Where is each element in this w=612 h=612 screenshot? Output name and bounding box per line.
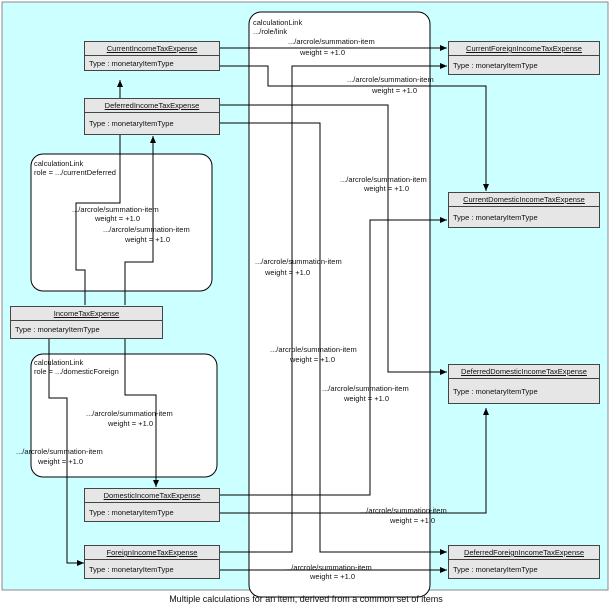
item-income-tax-expense: IncomeTaxExpense Type : monetaryItemType [10, 306, 163, 339]
arc-label-weight: weight = +1.0 [125, 235, 171, 244]
arc-label-arcrole: .../arcrole/summation-item [255, 257, 342, 266]
item-type: Type : monetaryItemType [453, 213, 538, 222]
role-link-title: calculationLink [253, 18, 303, 27]
arc-label-arcrole: .../arcrole/summation-item [103, 225, 190, 234]
arc-label-arcrole: .../arcrole/summation-item [16, 447, 103, 456]
item-name: DomesticIncomeTaxExpense [85, 489, 219, 503]
item-name: IncomeTaxExpense [11, 307, 162, 321]
arc-label-weight: weight = +1.0 [344, 394, 390, 403]
item-deferred-foreign-income-tax-expense: DeferredForeignIncomeTaxExpense Type : m… [448, 545, 600, 579]
arc-income-to-current [75, 80, 123, 305]
arc-label-arcrole: .../arcrole/summation-item [285, 563, 372, 572]
arc-income-to-domestic [124, 339, 159, 487]
current-deferred-link-role: role = .../currentDeferred [34, 168, 116, 177]
item-domestic-income-tax-expense: DomesticIncomeTaxExpense Type : monetary… [84, 488, 220, 522]
item-current-income-tax-expense: CurrentIncomeTaxExpense Type : monetaryI… [84, 41, 220, 71]
arc-label-arcrole: .../arcrole/summation-item [340, 175, 427, 184]
domestic-foreign-link-title: calculationLink [34, 358, 84, 367]
arc-label-weight: weight = +1.0 [310, 572, 356, 581]
arc-foreign-to-current-foreign [220, 63, 447, 553]
item-name: ForeignIncomeTaxExpense [85, 546, 219, 560]
arc-domestic-to-current-domestic [220, 217, 447, 496]
arc-label-arcrole: .../arcrole/summation-item [347, 75, 434, 84]
arc-label-weight: weight = +1.0 [364, 184, 410, 193]
arc-label-weight: weight = +1.0 [38, 457, 84, 466]
arc-label-weight: weight = +1.0 [372, 86, 418, 95]
arc-label-weight: weight = +1.0 [265, 268, 311, 277]
item-type: Type : monetaryItemType [453, 387, 538, 396]
item-type: Type : monetaryItemType [89, 119, 174, 128]
arc-income-to-deferred [124, 136, 156, 305]
item-name: CurrentForeignIncomeTaxExpense [449, 42, 599, 56]
item-deferred-domestic-income-tax-expense: DeferredDomesticIncomeTaxExpense Type : … [448, 364, 600, 404]
item-type: Type : monetaryItemType [89, 59, 174, 68]
item-name: CurrentDomesticIncomeTaxExpense [449, 193, 599, 207]
role-link-container [248, 11, 431, 598]
arc-label-weight: weight = +1.0 [95, 214, 141, 223]
item-current-domestic-income-tax-expense: CurrentDomesticIncomeTaxExpense Type : m… [448, 192, 600, 228]
item-type: Type : monetaryItemType [89, 508, 174, 517]
arc-label-arcrole: .../arcrole/summation-item [360, 506, 447, 515]
arc-label-arcrole: .../arcrole/summation-item [270, 345, 357, 354]
arc-label-arcrole: .../arcrole/summation-item [86, 409, 173, 418]
item-current-foreign-income-tax-expense: CurrentForeignIncomeTaxExpense Type : mo… [448, 41, 600, 75]
role-link-role: .../role/link [253, 27, 288, 36]
item-type: Type : monetaryItemType [453, 61, 538, 70]
item-name: DeferredForeignIncomeTaxExpense [449, 546, 599, 560]
item-type: Type : monetaryItemType [89, 565, 174, 574]
arc-deferred-to-deferred-domestic [220, 104, 447, 375]
arc-label-weight: weight = +1.0 [300, 48, 346, 57]
diagram-caption: Multiple calculations for an item, deriv… [169, 594, 443, 604]
item-deferred-income-tax-expense: DeferredIncomeTaxExpense Type : monetary… [84, 98, 220, 135]
item-name: CurrentIncomeTaxExpense [85, 42, 219, 56]
arc-domestic-to-deferred-domestic [220, 408, 489, 514]
item-name: DeferredIncomeTaxExpense [85, 99, 219, 113]
arc-label-weight: weight = +1.0 [390, 516, 436, 525]
arc-label-arcrole: .../arcrole/summation-item [288, 37, 375, 46]
arc-label-weight: weight = +1.0 [290, 355, 336, 364]
domestic-foreign-link-role: role = .../domesticForeign [34, 367, 119, 376]
arc-income-to-foreign [48, 339, 84, 566]
current-deferred-link-title: calculationLink [34, 159, 84, 168]
arc-label-weight: weight = +1.0 [108, 419, 154, 428]
item-type: Type : monetaryItemType [15, 325, 100, 334]
item-type: Type : monetaryItemType [453, 565, 538, 574]
arc-current-to-current-domestic [220, 65, 489, 191]
arc-label-arcrole: .../arcrole/summation-item [322, 384, 409, 393]
arc-label-arcrole: .../arcrole/summation-item [72, 205, 159, 214]
arc-deferred-to-deferred-foreign [220, 122, 447, 555]
item-foreign-income-tax-expense: ForeignIncomeTaxExpense Type : monetaryI… [84, 545, 220, 579]
domestic-foreign-link-container [30, 353, 218, 478]
item-name: DeferredDomesticIncomeTaxExpense [449, 365, 599, 379]
